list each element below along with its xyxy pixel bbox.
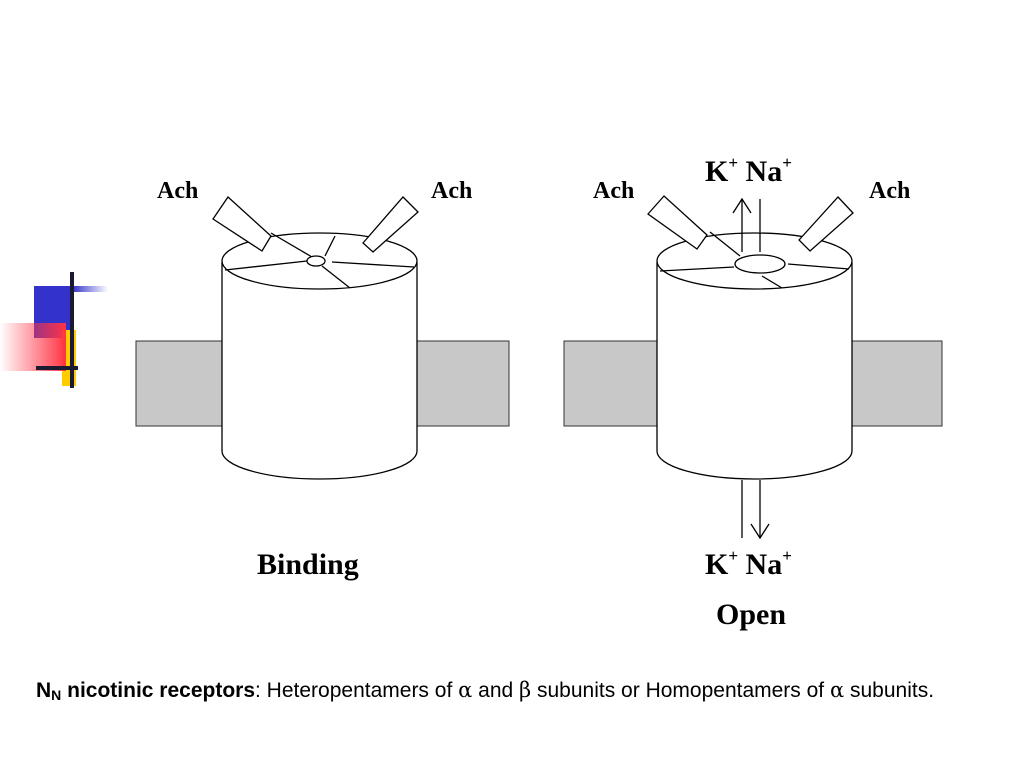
channel-body (221, 262, 418, 480)
membrane-left-outer (135, 340, 223, 427)
ion-k-charge: + (728, 153, 739, 172)
footnote-text-4: subunits. (844, 679, 935, 702)
pore-closed (306, 255, 326, 267)
footnote-title-text: nicotinic receptors (61, 679, 256, 702)
arrow-up-head (732, 197, 752, 214)
binding-caption: Binding (257, 548, 359, 581)
footnote: NN nicotinic receptors: Heteropentamers … (36, 676, 996, 709)
ach-molecule-4 (798, 196, 854, 252)
ion-k: K (705, 155, 729, 188)
footnote-title-n: N (36, 679, 52, 702)
ach-label-1: Ach (157, 178, 199, 204)
deco-vertical-line (70, 272, 74, 388)
ach-label-4: Ach (869, 178, 911, 204)
ach-molecule-1 (212, 196, 272, 252)
ion-k-charge: + (728, 546, 739, 565)
ion-na-charge: + (782, 546, 792, 565)
open-receptor (563, 195, 943, 540)
deco-red-square (0, 323, 66, 371)
footnote-title-subscript: N (51, 687, 62, 703)
membrane-right-outer (563, 340, 658, 427)
ion-k: K (705, 548, 729, 581)
footnote-text-2: and (472, 679, 520, 702)
ach-label-2: Ach (431, 178, 473, 204)
ion-label-bottom: K+ Na+ (705, 546, 792, 582)
footnote-title: NN nicotinic receptors (36, 679, 256, 703)
arrow-down-head (750, 523, 770, 540)
membrane-left-inner (416, 340, 510, 427)
ach-molecule-2 (362, 196, 419, 253)
alpha-symbol-2: α (829, 678, 845, 702)
ach-molecule-3 (647, 195, 708, 250)
ion-na: Na (745, 548, 783, 581)
footnote-text-3: subunits or Homopentamers of (531, 679, 830, 702)
alpha-symbol: α (458, 678, 473, 702)
ion-na: Na (745, 155, 783, 188)
membrane-right-inner (851, 340, 943, 427)
pore-open (734, 254, 786, 274)
beta-symbol: β (519, 678, 532, 702)
ion-label-top: K+ Na+ (705, 153, 792, 189)
footnote-text-1: : Heteropentamers of (255, 679, 459, 702)
open-caption: Open (716, 598, 787, 631)
ion-na-charge: + (782, 153, 792, 172)
deco-horizontal-line (36, 366, 78, 370)
deco-blue-fade (72, 286, 108, 292)
ach-label-3: Ach (593, 178, 635, 204)
channel-body-open (656, 262, 853, 480)
slide-decoration (0, 272, 108, 388)
binding-receptor (135, 196, 510, 480)
